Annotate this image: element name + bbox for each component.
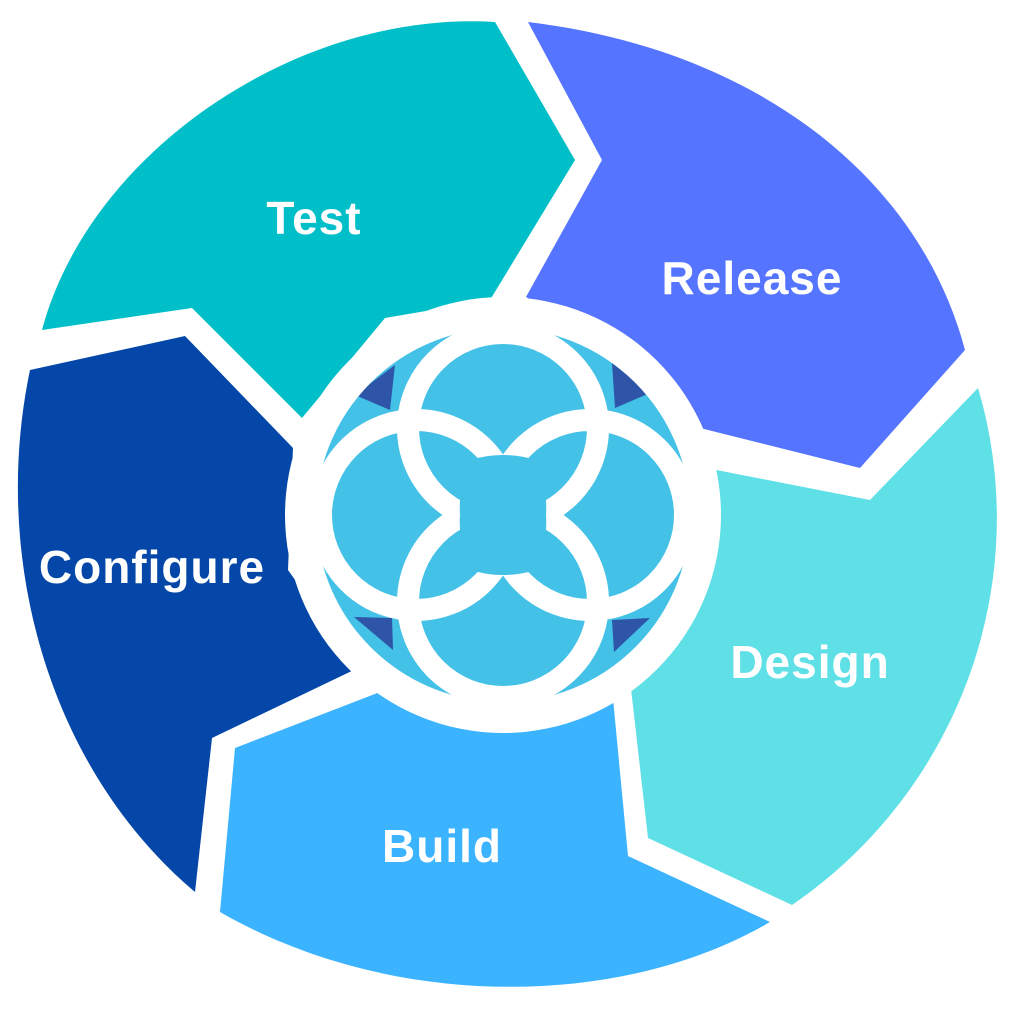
segment-label-release: Release [662, 252, 843, 304]
hub-corner-top-right [612, 363, 650, 408]
hub-corner-bottom-left [354, 617, 393, 650]
segment-design [630, 388, 997, 905]
hub-corner-bottom-right [612, 618, 650, 652]
segment-label-design: Design [730, 636, 889, 688]
segment-configure [17, 336, 358, 892]
hub [285, 297, 721, 733]
hub-corner-top-left [355, 365, 395, 410]
hub-core [459, 455, 547, 575]
segment-label-test: Test [266, 192, 361, 244]
segment-test [42, 21, 575, 418]
segment-label-build: Build [382, 820, 502, 872]
segment-label-configure: Configure [39, 541, 265, 593]
segment-build [220, 688, 770, 987]
